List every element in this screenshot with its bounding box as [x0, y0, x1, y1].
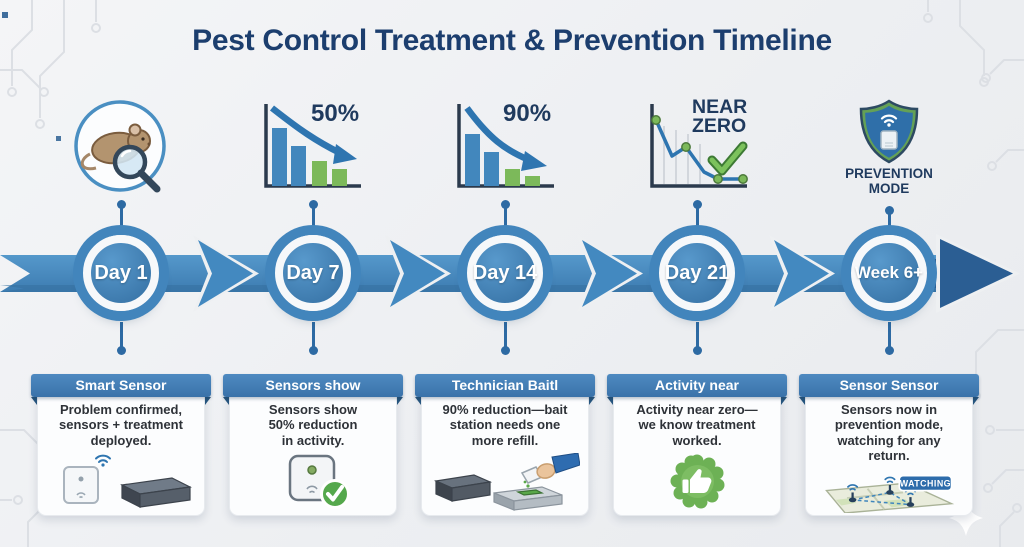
card-body-text: Activity near zero— we know treatment wo… — [636, 402, 758, 448]
ribbon-fold — [607, 397, 613, 405]
card-header: Activity near — [607, 374, 787, 397]
connector-stem — [696, 322, 699, 348]
stage-card-week-6plus: Sensor Sensor Sensors now in prevention … — [799, 374, 979, 516]
ribbon-fold — [973, 397, 979, 405]
connector-dot — [309, 346, 318, 355]
connector-dot — [501, 346, 510, 355]
connector-dot — [309, 200, 318, 209]
sparkle-decoration — [949, 500, 983, 536]
connector-stem — [888, 213, 891, 228]
check-icon — [707, 141, 748, 176]
stage-card-day-21: Activity near Activity near zero— we kno… — [607, 374, 787, 516]
timeline-node-week-6plus: Week 6+ — [851, 235, 927, 311]
rodent-illustration — [80, 123, 151, 171]
connector-stem — [696, 207, 699, 228]
card-body: Problem confirmed, sensors + treatment d… — [37, 384, 205, 516]
connector-stem — [312, 322, 315, 348]
card-body: Sensors show 50% reduction in activity. — [229, 384, 397, 516]
connector-dot — [117, 346, 126, 355]
prevention-shield-icon — [859, 99, 919, 164]
connector-dot — [885, 346, 894, 355]
sensor-device — [880, 130, 898, 150]
connector-dot — [693, 346, 702, 355]
declining-bars-90-icon — [457, 104, 554, 188]
card-body: Sensors now in prevention mode, watching… — [805, 384, 973, 516]
down-trend-arrow — [464, 106, 547, 171]
connector-stem — [504, 322, 507, 348]
wifi-icon — [95, 454, 111, 467]
connector-dot — [693, 200, 702, 209]
timeline-node-day-1: Day 1 — [83, 235, 159, 311]
bars — [465, 134, 540, 186]
ribbon-fold — [415, 397, 421, 405]
ribbon-fold — [223, 397, 229, 405]
ribbon-fold — [205, 397, 211, 405]
technician-hand — [536, 453, 580, 479]
check-icon — [320, 479, 350, 509]
stage-card-day-1: Smart Sensor Problem confirmed, sensors … — [31, 374, 211, 516]
stage-card-day-14: Technician Baitl 90% reduction—bait stat… — [415, 374, 595, 516]
connector-dot — [501, 200, 510, 209]
declining-bars-50-icon — [264, 104, 361, 188]
sensor-check-illustration — [288, 454, 350, 509]
connector-stem — [120, 322, 123, 348]
near-zero-line-chart-icon — [650, 104, 748, 188]
stage-card-day-7: Sensors show Sensors show 50% reduction … — [223, 374, 403, 516]
reduction-50-label: 50% — [311, 100, 360, 127]
ribbon-fold — [397, 397, 403, 405]
connector-dot — [885, 206, 894, 215]
thumbs-up-icon — [670, 454, 725, 509]
card-body-text: Problem confirmed, sensors + treatment d… — [59, 402, 183, 448]
card-body-text: 90% reduction—bait station needs one mor… — [442, 402, 568, 448]
magnifier-glass — [112, 144, 161, 193]
data-points — [651, 115, 748, 184]
card-header: Sensors show — [223, 374, 403, 397]
connector-stem — [888, 322, 891, 348]
connector-stem — [504, 207, 507, 228]
watching-badge: WATCHING — [898, 474, 953, 492]
sensor-map-watching-illustration: WATCHING — [825, 474, 955, 513]
card-body: 90% reduction—bait station needs one mor… — [421, 384, 589, 516]
card-header: Technician Baitl — [415, 374, 595, 397]
timeline-node-day-7: Day 7 — [275, 235, 351, 311]
card-header: Smart Sensor — [31, 374, 211, 397]
ribbon-fold — [31, 397, 37, 405]
prevention-mode-label: PREVENTION MODE — [845, 166, 933, 196]
bait-station-open — [493, 486, 563, 511]
sensor-and-bait-station-illustration — [63, 454, 192, 508]
card-body-text: Sensors show 50% reduction in activity. — [268, 402, 358, 448]
connector-dot — [117, 200, 126, 209]
bars — [272, 128, 347, 186]
ribbon-fold — [799, 397, 805, 405]
card-body-text: Sensors now in prevention mode, watching… — [834, 402, 944, 463]
ribbon-fold — [589, 397, 595, 405]
near-zero-label: NEAR ZERO — [692, 96, 748, 137]
thumbs-up-badge-illustration — [670, 454, 725, 509]
down-trend-arrow — [269, 105, 357, 164]
watching-badge-label: WATCHING — [900, 478, 951, 488]
bait-box — [433, 474, 493, 502]
wifi-icon — [880, 114, 898, 127]
bait-station — [120, 477, 192, 508]
card-body: Activity near zero— we know treatment wo… — [613, 384, 781, 516]
ribbon-fold — [781, 397, 787, 405]
timeline-node-day-14: Day 14 — [467, 235, 543, 311]
connector-stem — [120, 207, 123, 228]
page-title: Pest Control Treatment & Prevention Time… — [192, 24, 832, 57]
reduction-90-label: 90% — [503, 100, 552, 127]
technician-refill-illustration — [433, 453, 580, 511]
timeline-node-day-21: Day 21 — [659, 235, 735, 311]
connector-stem — [312, 207, 315, 228]
rat-magnifier-icon — [74, 100, 166, 193]
card-header: Sensor Sensor — [799, 374, 979, 397]
band-chevron-arrows — [193, 235, 835, 312]
